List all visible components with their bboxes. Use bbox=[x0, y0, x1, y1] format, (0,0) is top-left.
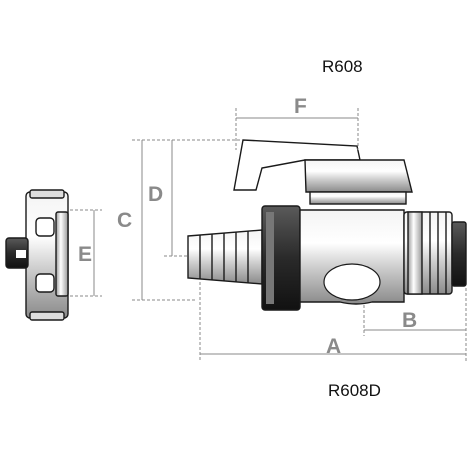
dimension-label-c: C bbox=[117, 209, 133, 232]
dimension-label-b: B bbox=[402, 309, 418, 332]
dimension-label-f: F bbox=[294, 95, 307, 118]
end-seal bbox=[451, 221, 467, 287]
side-view-port-bottom bbox=[35, 273, 55, 293]
hose-barb bbox=[187, 229, 263, 285]
product-code: R608D bbox=[328, 381, 381, 400]
stem-housing bbox=[304, 159, 413, 193]
dimension-label-d: D bbox=[148, 183, 164, 206]
dimension-lines bbox=[70, 108, 467, 362]
dimension-label-a: A bbox=[326, 335, 342, 358]
partial-model-code: R608 bbox=[322, 58, 363, 72]
front-view bbox=[187, 139, 467, 311]
side-view-port-top bbox=[35, 217, 55, 237]
dimension-label-e: E bbox=[78, 243, 93, 266]
side-view bbox=[5, 189, 69, 321]
